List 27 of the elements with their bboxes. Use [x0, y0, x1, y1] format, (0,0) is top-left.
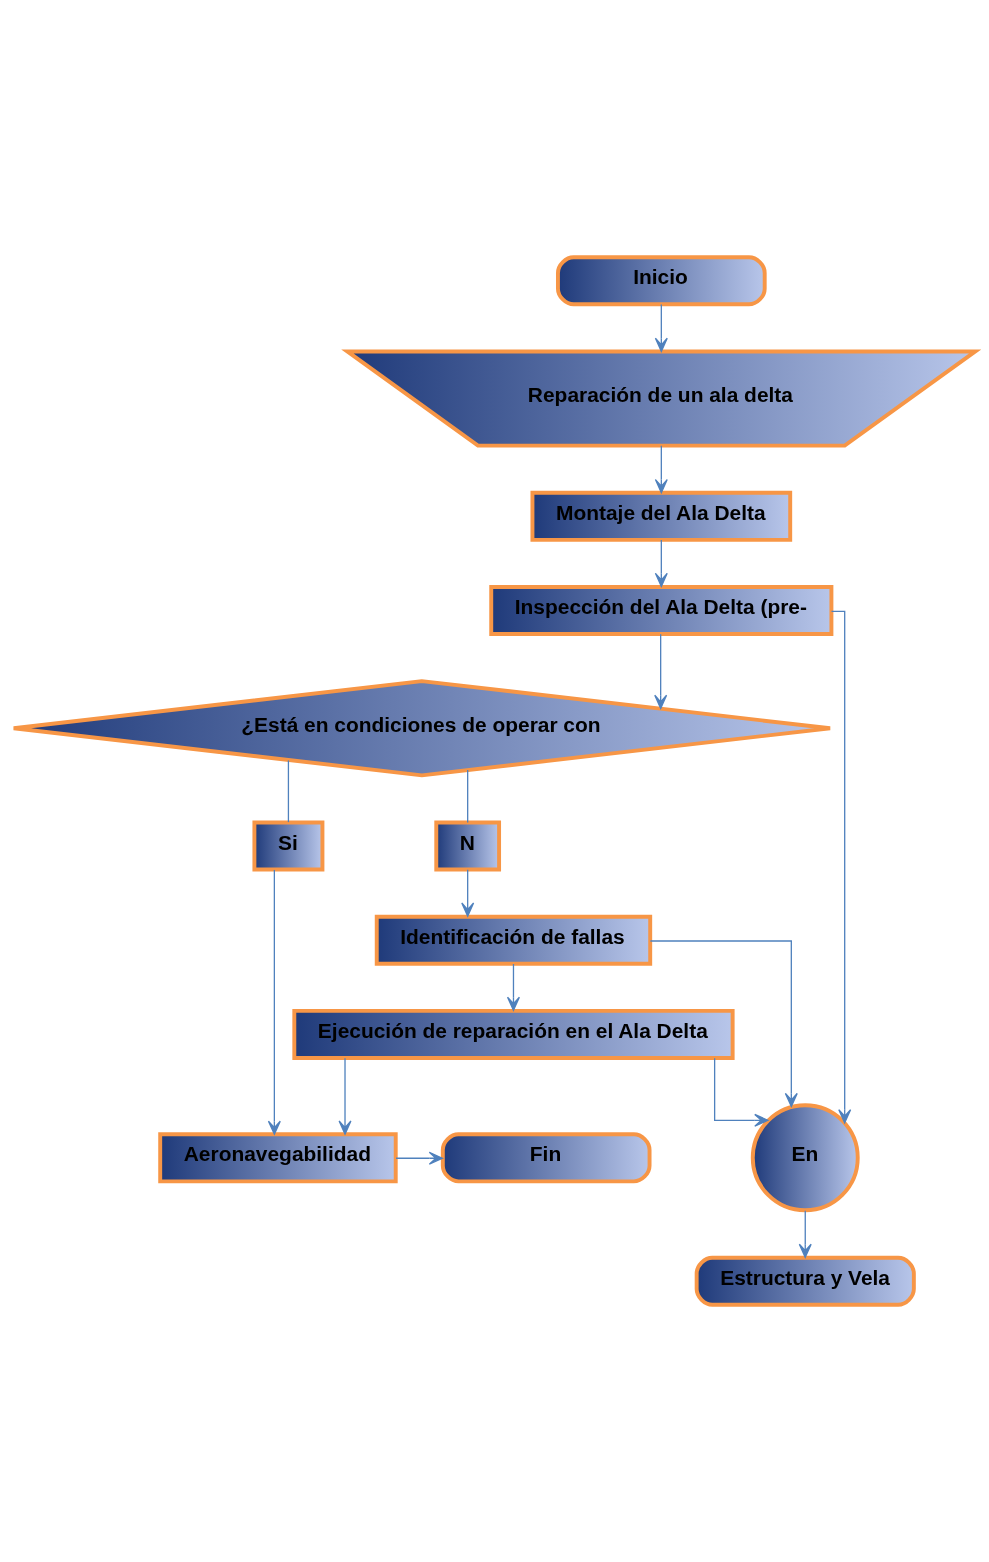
- node-box: Ejecución de reparación en el Ala Delta: [292, 1008, 735, 1060]
- arrow: [506, 963, 520, 1011]
- node-box: Montaje del Ala Delta: [530, 490, 793, 542]
- node-box: Inspección del Ala Delta (pre-: [489, 585, 834, 637]
- arrow: [654, 303, 668, 353]
- arrow: [461, 869, 475, 917]
- node-circle: En: [750, 1103, 860, 1213]
- node-box: Fin: [440, 1132, 652, 1184]
- connector: [287, 759, 290, 823]
- arrow: [267, 869, 281, 1135]
- arrow: [798, 1210, 812, 1258]
- node-box: Aeronavegabilidad: [158, 1132, 398, 1184]
- arrow: [830, 610, 852, 1124]
- node-diamond: ¿Está en condiciones de operar con: [11, 679, 833, 778]
- node-box: N: [434, 820, 502, 872]
- arrow: [654, 445, 668, 494]
- node-box: Inicio: [556, 255, 767, 307]
- arrow: [654, 633, 668, 710]
- node-box: Si: [252, 820, 325, 872]
- arrow: [338, 1057, 352, 1135]
- arrow: [714, 1057, 769, 1127]
- arrow: [654, 539, 668, 588]
- node-box: Estructura y Vela: [694, 1255, 916, 1307]
- node-box: Identificación de fallas: [374, 914, 653, 966]
- connector: [467, 769, 469, 824]
- arrow: [649, 940, 798, 1108]
- arrow: [395, 1151, 444, 1165]
